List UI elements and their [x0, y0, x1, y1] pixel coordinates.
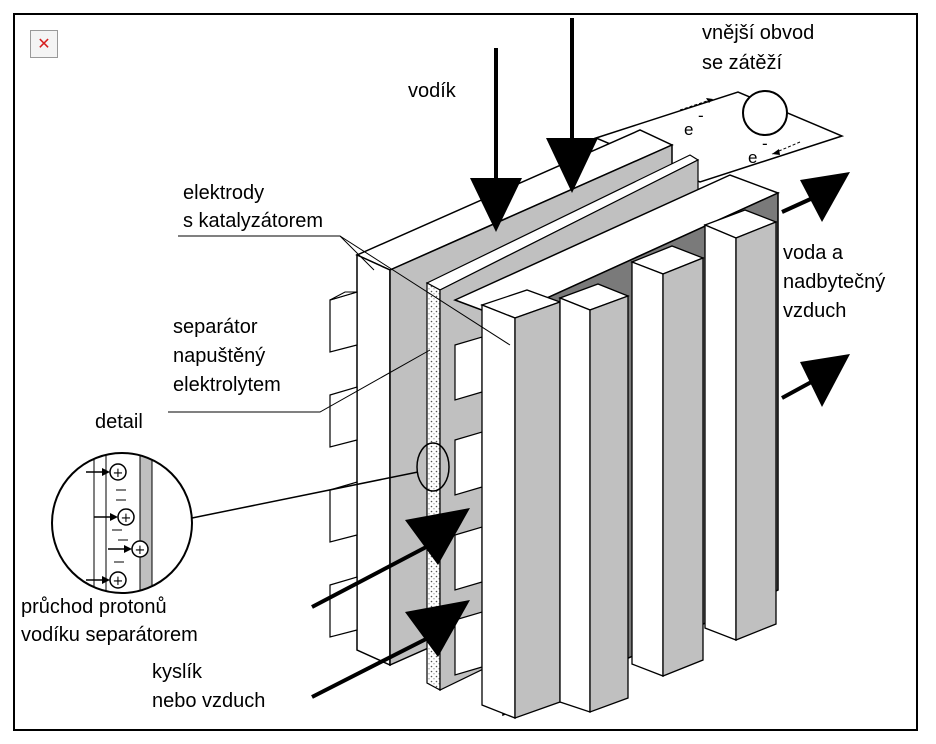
electron-sign-bottom: -	[762, 134, 768, 153]
electrodes-label-line2: s katalyzátorem	[183, 210, 324, 232]
diagram-frame	[13, 13, 918, 731]
plus-sign: +	[135, 543, 146, 558]
external-circuit-label-line1: vnější obvod	[702, 22, 815, 44]
electron-label-bottom: e	[748, 148, 758, 167]
oxygen-label-line1: kyslík	[152, 661, 202, 683]
separator-label-line3: elektrolytem	[173, 374, 281, 396]
separator-label-line1: separátor	[173, 316, 258, 338]
leader-lines	[168, 235, 511, 519]
load-resistor-icon	[742, 90, 788, 136]
cathode-plate	[453, 174, 780, 719]
separator-label-line2: napuštěný	[173, 345, 266, 367]
plus-sign: +	[121, 511, 132, 526]
hydrogen-label: vodík	[408, 80, 456, 102]
oxygen-label-line2: nebo vzduch	[152, 690, 266, 712]
plus-sign: +	[113, 466, 124, 481]
external-circuit-label-line2: se zátěží	[702, 52, 783, 74]
detail-label: detail	[95, 411, 143, 433]
hydrogen-flow-arrows	[470, 18, 598, 232]
detail-magnifier: + + + +	[51, 452, 193, 594]
proton-passage-label-line1: průchod protonů	[21, 596, 167, 618]
water-label-line3: vzduch	[783, 300, 847, 322]
water-label-line2: nadbytečný	[783, 271, 886, 293]
proton-passage-label-line2: vodíku separátorem	[21, 624, 198, 646]
plus-sign: +	[113, 574, 124, 589]
cathode-bar	[558, 283, 630, 713]
broken-image-icon: ✕	[30, 30, 58, 58]
water-label-line1: voda a	[783, 242, 844, 264]
cathode-bar	[703, 209, 778, 641]
oxygen-inlet-arrows	[311, 508, 470, 699]
electron-label-top: e	[684, 120, 694, 139]
water-outlet-arrows	[781, 172, 850, 407]
cathode-bar	[630, 245, 705, 677]
cathode-bar	[480, 289, 562, 719]
electrodes-label-line1: elektrody	[183, 182, 265, 204]
detail-marker	[416, 442, 450, 492]
electron-sign-top: -	[698, 106, 704, 125]
